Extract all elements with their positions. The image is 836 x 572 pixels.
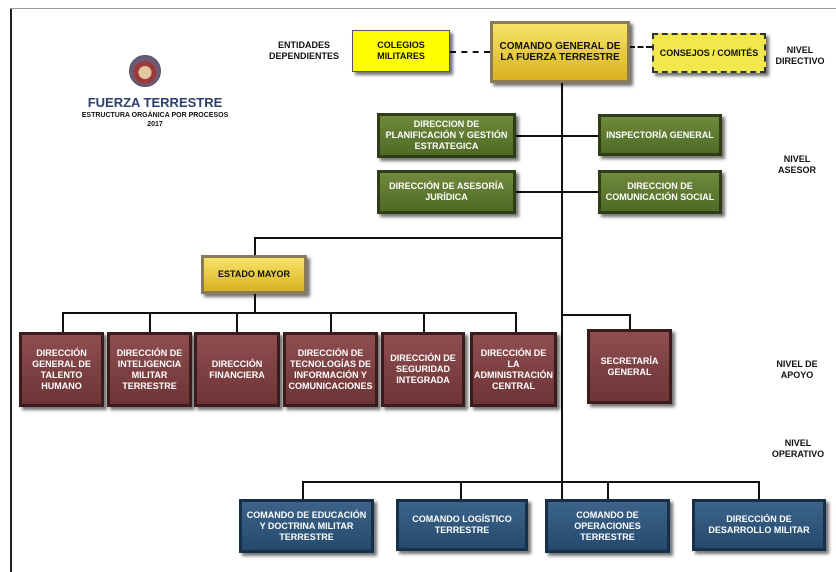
apoyo-drop-1 bbox=[62, 312, 64, 333]
direccion-seguridad-box: DIRECCIÓN DE SEGURIDAD INTEGRADA bbox=[381, 332, 465, 407]
coat-of-arms-icon bbox=[129, 55, 161, 87]
asesor-connector-top bbox=[516, 135, 598, 137]
colegios-dashed-line bbox=[450, 51, 490, 53]
comando-logistico-box: COMANDO LOGÍSTICO TERRESTRE bbox=[396, 499, 528, 551]
chart-year: 2017 bbox=[147, 121, 163, 128]
secretaria-connector bbox=[562, 314, 630, 316]
operativo-drop-4 bbox=[758, 481, 760, 499]
comando-general-box: COMANDO GENERAL DE LA FUERZA TERRESTRE bbox=[490, 21, 630, 83]
estado-mayor-drop bbox=[254, 237, 256, 255]
entidades-dependientes-label: ENTIDADES DEPENDIENTES bbox=[268, 40, 339, 61]
direccion-planificacion-box: DIRECCION DE PLANIFICACIÓN Y GESTIÓN EST… bbox=[377, 113, 516, 158]
level-asesor-label: NIVEL ASESOR bbox=[777, 154, 816, 175]
apoyo-drop-6 bbox=[515, 312, 517, 333]
direccion-tecnologias-box: DIRECCIÓN DE TECNOLOGÍAS DE INFORMACIÓN … bbox=[283, 332, 378, 407]
level-operativo-label: NIVEL OPERATIVO bbox=[771, 438, 825, 459]
operativo-drop-2 bbox=[460, 481, 462, 499]
direccion-inteligencia-box: DIRECCIÓN DE INTELIGENCIA MILITAR TERRES… bbox=[107, 332, 192, 407]
secretaria-drop bbox=[629, 314, 631, 329]
apoyo-horizontal bbox=[62, 312, 517, 314]
operativo-drop-1 bbox=[302, 481, 304, 499]
level-apoyo-label: NIVEL DE APOYO bbox=[776, 359, 818, 380]
estado-mayor-box: ESTADO MAYOR bbox=[201, 255, 307, 294]
apoyo-drop-5 bbox=[423, 312, 425, 333]
direccion-asesoria-juridica-box: DIRECCIÓN DE ASESORÍA JURÍDICA bbox=[377, 170, 516, 214]
comando-operaciones-box: COMANDO DE OPERACIONES TERRESTRE bbox=[545, 499, 670, 553]
apoyo-drop-2 bbox=[149, 312, 151, 333]
level-directivo-label: NIVEL DIRECTIVO bbox=[775, 45, 825, 66]
secretaria-general-box: SECRETARÍA GENERAL bbox=[587, 329, 672, 404]
consejos-dashed-line bbox=[629, 46, 652, 48]
operativo-horizontal bbox=[302, 481, 760, 483]
asesor-connector-bottom bbox=[516, 191, 598, 193]
direccion-administracion-box: DIRECCIÓN DE LA ADMINISTRACIÓN CENTRAL bbox=[470, 332, 557, 407]
estado-mayor-down bbox=[254, 293, 256, 313]
frame-top-border bbox=[10, 8, 836, 9]
chart-title: FUERZA TERRESTRE bbox=[87, 95, 223, 110]
direccion-comunicacion-social-box: DIRECCION DE COMUNICACIÓN SOCIAL bbox=[598, 170, 722, 214]
inspectoria-general-box: INSPECTORÍA GENERAL bbox=[598, 114, 722, 156]
direccion-talento-humano-box: DIRECCIÓN GENERAL DE TALENTO HUMANO bbox=[19, 332, 104, 407]
consejos-comites-box: CONSEJOS / COMITÉS bbox=[652, 33, 766, 73]
colegios-militares-box: COLEGIOS MILITARES bbox=[352, 30, 450, 72]
main-vertical-line bbox=[561, 82, 563, 502]
direccion-financiera-box: DIRECCIÓN FINANCIERA bbox=[194, 332, 280, 407]
chart-subtitle: ESTRUCTURA ORGÁNICA POR PROCESOS bbox=[81, 112, 229, 119]
comando-educacion-box: COMANDO DE EDUCACIÓN Y DOCTRINA MILITAR … bbox=[239, 499, 374, 553]
operativo-drop-3 bbox=[607, 481, 609, 499]
estado-mayor-branch bbox=[254, 237, 562, 239]
frame-left-border bbox=[10, 8, 12, 572]
direccion-desarrollo-militar-box: DIRECCIÓN DE DESARROLLO MILITAR bbox=[692, 499, 826, 551]
apoyo-drop-3 bbox=[236, 312, 238, 333]
apoyo-drop-4 bbox=[330, 312, 332, 333]
